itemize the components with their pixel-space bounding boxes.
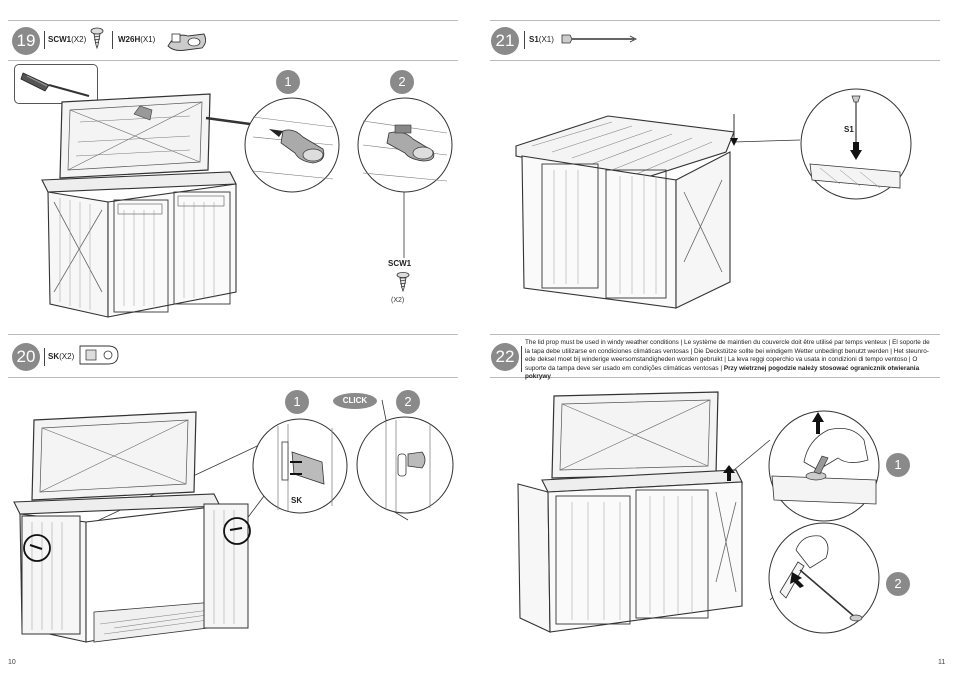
part-code: SCW1 — [48, 35, 72, 44]
rule-19-header — [8, 60, 458, 61]
note-text: The lid prop must be used in windy weath… — [525, 339, 930, 372]
arrow-icon — [723, 465, 735, 481]
detail-circle-hinge-2 — [357, 97, 453, 193]
part-label-sk: SK(X2) — [48, 352, 74, 361]
step-number-21: 21 — [491, 27, 519, 55]
rule-top-right — [490, 20, 940, 21]
shed-lid-prop-illustration — [517, 391, 743, 633]
rule-21-header — [490, 60, 940, 61]
rule-top-left — [8, 20, 458, 21]
step-number-22: 22 — [491, 343, 519, 371]
rule-22-top — [490, 334, 940, 335]
header-separator — [44, 348, 45, 366]
part-label-scw1: SCW1(X2) — [48, 35, 86, 44]
lock-key-icon — [79, 345, 119, 365]
detail-circle-lock-left — [23, 534, 51, 562]
step-number-19: 19 — [12, 27, 40, 55]
part-qty: (X2) — [59, 352, 75, 361]
sub-step-1: 1 — [886, 453, 910, 477]
sub-step-1: 1 — [276, 70, 300, 94]
screw-icon — [90, 27, 104, 50]
part-code: S1 — [529, 35, 539, 44]
page-number-left: 10 — [8, 659, 16, 666]
sub-step-2: 2 — [396, 390, 420, 414]
rule-22-header — [490, 377, 940, 378]
part-code: SK — [48, 352, 60, 361]
note-text-bold: Przy wietrznej pogodzie należy stosować … — [525, 364, 920, 381]
step-number-20: 20 — [12, 343, 40, 371]
lid-prop-warning-text: The lid prop must be used in windy weath… — [525, 339, 935, 382]
click-bubble: CLICK — [333, 393, 377, 409]
part-qty: (X1) — [538, 35, 554, 44]
part-qty: (X2) — [71, 35, 87, 44]
callout-qty-scw1: (X2) — [391, 297, 405, 304]
shed-closed-illustration — [515, 115, 735, 309]
screwdriver-icon — [20, 72, 90, 97]
part-label-s1: S1(X1) — [529, 35, 554, 44]
sub-step-2: 2 — [886, 572, 910, 596]
part-qty: (X1) — [140, 35, 156, 44]
header-separator — [112, 31, 113, 49]
detail-circle-s1 — [800, 88, 912, 200]
header-separator — [44, 31, 45, 49]
rule-20-header — [8, 377, 458, 378]
callout-code-sk: SK — [291, 496, 303, 505]
detail-circle-lock-right — [223, 517, 251, 545]
arrow-icon — [730, 114, 738, 146]
page-number-right: 11 — [938, 659, 946, 666]
shed-lid-open-illustration — [41, 93, 237, 318]
hinge-bracket-icon — [167, 33, 207, 51]
header-separator — [524, 31, 525, 49]
detail-circle-lock-1 — [252, 418, 348, 514]
lid-prop-rod-icon — [561, 34, 638, 44]
sub-step-2: 2 — [390, 70, 414, 94]
screwdriver-tool-box — [14, 64, 98, 104]
detail-circle-set-prop — [768, 522, 880, 634]
detail-circle-hinge-1 — [244, 97, 340, 193]
header-separator — [521, 346, 522, 372]
detail-circle-lock-2 — [356, 416, 454, 514]
callout-code-scw1: SCW1 — [388, 259, 412, 268]
rule-20-top — [8, 334, 458, 335]
callout-code-s1: S1 — [844, 125, 854, 134]
sub-step-1: 1 — [285, 390, 309, 414]
detail-circle-lift-prop — [768, 410, 880, 522]
part-label-w26h: W26H(X1) — [118, 35, 155, 44]
screw-icon — [396, 272, 410, 293]
part-code: W26H — [118, 35, 141, 44]
